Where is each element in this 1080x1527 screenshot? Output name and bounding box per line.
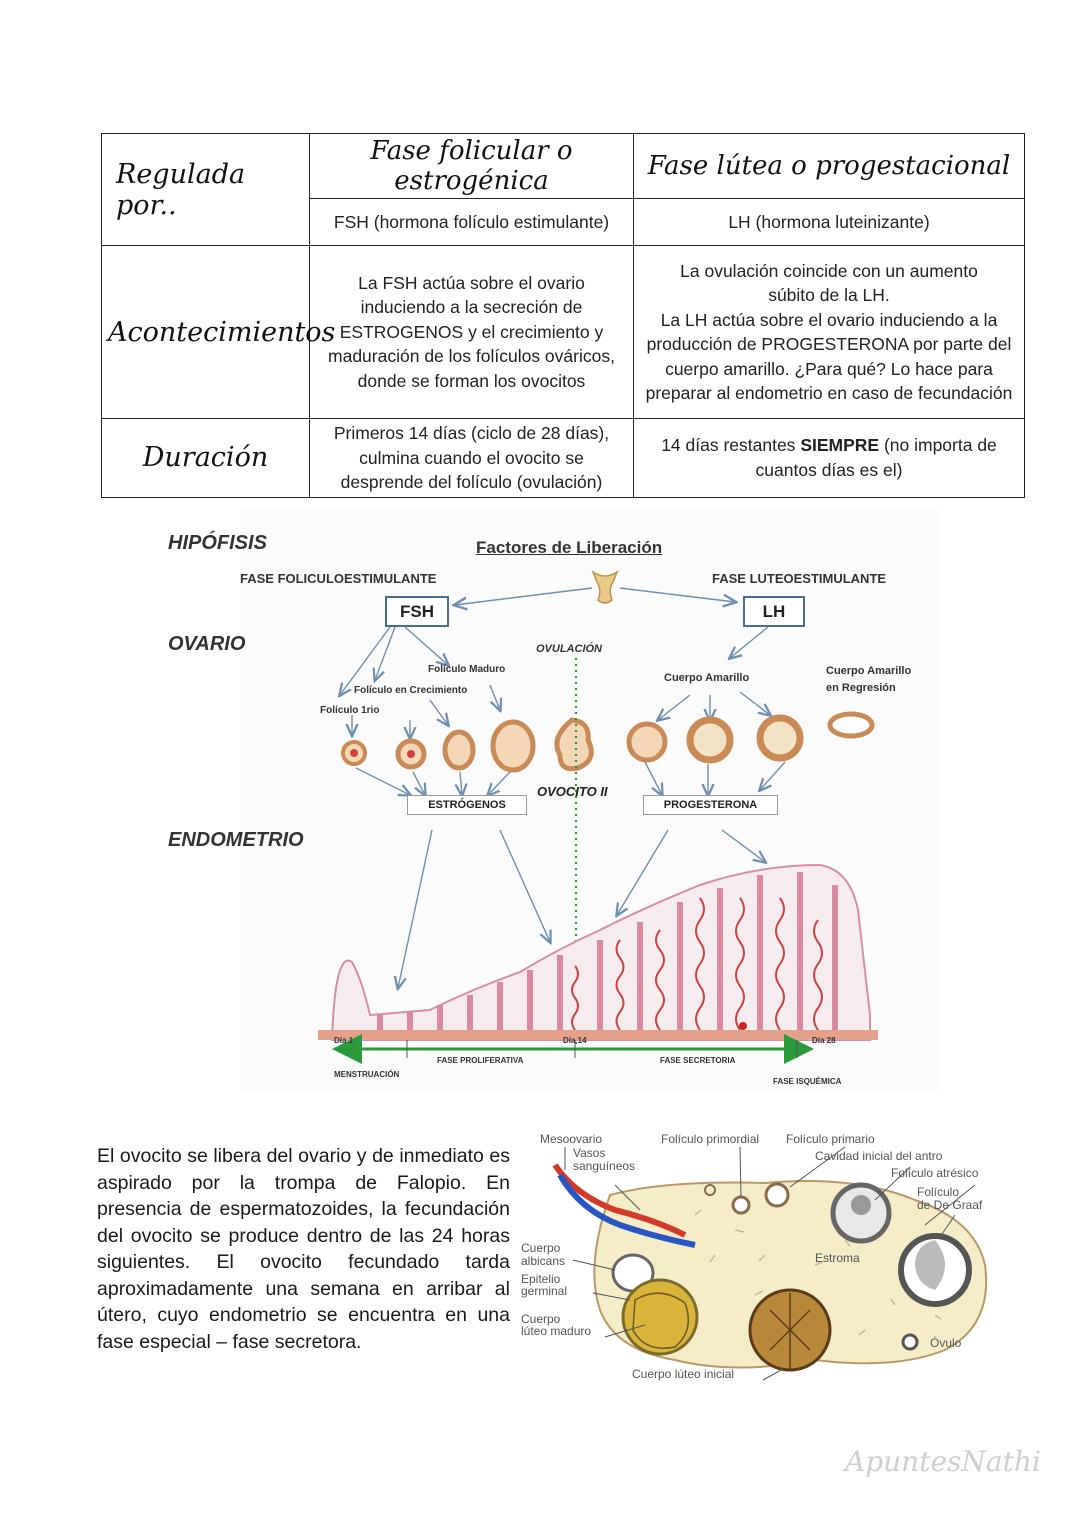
albicans-label-1: Cuerpo (521, 1241, 561, 1255)
duracion-lutea: 14 días restantes SIEMPRE (no importa de… (633, 418, 1025, 498)
progesterona-box: PROGESTERONA (643, 795, 778, 815)
epitelio-label-1: Epitelio (521, 1272, 561, 1286)
ovario-label: OVARIO (168, 633, 246, 655)
foliculo-primario-label: Folículo primario (786, 1132, 875, 1146)
fase-foliculoestimulante-label: FASE FOLICULOESTIMULANTE (240, 571, 437, 586)
degraaf-label-1: Folículo (917, 1185, 960, 1199)
acontecimientos-lutea-line1: La ovulación coincide con un aumento súb… (680, 260, 978, 306)
foliculo-primordial-label: Folículo primordial (661, 1132, 760, 1146)
foliculo-crecimiento-label: Folículo en Crecimiento (354, 685, 468, 696)
acontecimientos-folicular: La FSH actúa sobre el ovario induciendo … (309, 245, 634, 419)
cuerpo-regresion-label-1: Cuerpo Amarillo (826, 665, 912, 677)
fase-proliferativa-label: FASE PROLIFERATIVA (437, 1056, 524, 1065)
lh-box: LH (743, 596, 805, 627)
degraaf-label-2: de De Graaf (917, 1198, 983, 1212)
epitelio-label-2: germinal (521, 1284, 568, 1298)
row-label-acontecimientos: Acontecimientos (101, 245, 335, 419)
phases-table: Regulada por.. Fase folicular o estrogén… (101, 133, 1025, 498)
lh-arrows (658, 626, 770, 720)
watermark: ApuntesNathi (845, 1445, 1041, 1478)
col-header-lutea: Fase lútea o progestacional (633, 133, 1025, 199)
regulada-lutea: LH (hormona luteinizante) (633, 198, 1025, 246)
dia14-label: Día 14 (563, 1036, 587, 1045)
fase-isquemica-label: FASE ISQUÉMICA (773, 1077, 842, 1086)
menstrual-cycle-diagram: HIPÓFISIS Factores de Liberación FASE FO… (0, 510, 1080, 1100)
fase-luteoestimulante-label: FASE LUTEOESTIMULANTE (712, 571, 887, 586)
cycle-diagram-graphics (240, 510, 940, 1090)
cuerpo-regresion-label-2: en Regresión (826, 682, 896, 694)
dia1-label: Día 1 (334, 1036, 354, 1045)
mesoovario-label: Mesoovario (540, 1132, 603, 1146)
luteo-inicial-label: Cuerpo lúteo inicial (632, 1367, 735, 1381)
regulada-label: Regulada por.. (116, 158, 246, 221)
acontecimientos-lutea: La ovulación coincide con un aumento súb… (633, 245, 1025, 419)
cavidad-antro-label: Cavidad inicial del antro (815, 1149, 943, 1163)
ovocito-label: OVOCITO II (537, 784, 608, 799)
row-label-duracion: Duración (101, 418, 310, 498)
menstruacion-label: MENSTRUACIÓN (334, 1070, 400, 1079)
fsh-arrows (340, 626, 500, 738)
follicle-sequence (341, 711, 875, 773)
siempre-bold: SIEMPRE (800, 435, 880, 456)
dia28-label: Día 28 (812, 1036, 836, 1045)
factores-label: Factores de Liberación (476, 538, 663, 557)
luteo-maduro-label-1: Cuerpo (521, 1312, 561, 1326)
ovary-illustration: Mesoovario Vasos sanguíneos Folículo pri… (515, 1125, 1005, 1390)
ovulation-paragraph: El ovocito se libera del ovario y de inm… (97, 1145, 510, 1353)
foliculo-atresico-label: Folículo atrésico (891, 1166, 979, 1180)
luteo-maduro-label-2: lúteo maduro (521, 1324, 592, 1338)
fase-secretoria-label: FASE SECRETORIA (660, 1056, 736, 1065)
vasos-label-2: sanguíneos (573, 1159, 636, 1173)
regulada-folicular: FSH (hormona folículo estimulante) (309, 198, 634, 246)
cuerpo-amarillo-label: Cuerpo Amarillo (664, 672, 750, 684)
col-header-folicular: Fase folicular o estrogénica (309, 133, 634, 199)
fsh-box: FSH (385, 596, 449, 627)
duracion-folicular: Primeros 14 días (ciclo de 28 días), cul… (309, 418, 634, 498)
ovary-graphics (552, 1146, 988, 1381)
estroma-label: Estroma (815, 1251, 860, 1265)
row-label-regulada: Regulada por.. (101, 133, 310, 246)
ovulo-label: Óvulo (930, 1336, 962, 1350)
pituitary-icon (591, 570, 619, 604)
hipofisis-label: HIPÓFISIS (168, 532, 267, 554)
estrogenos-box: ESTRÓGENOS (407, 795, 527, 815)
acontecimientos-lutea-line2: La LH actúa sobre el ovario induciendo a… (645, 309, 1013, 404)
foliculo-maduro-label: Folículo Maduro (428, 664, 506, 675)
endometrio-label: ENDOMETRIO (168, 829, 304, 851)
foliculo-1rio-label: Folículo 1rio (320, 705, 380, 716)
ovulacion-label: OVULACIÓN (536, 643, 602, 655)
albicans-label-2: albicans (521, 1254, 566, 1268)
vasos-label-1: Vasos (573, 1146, 606, 1160)
